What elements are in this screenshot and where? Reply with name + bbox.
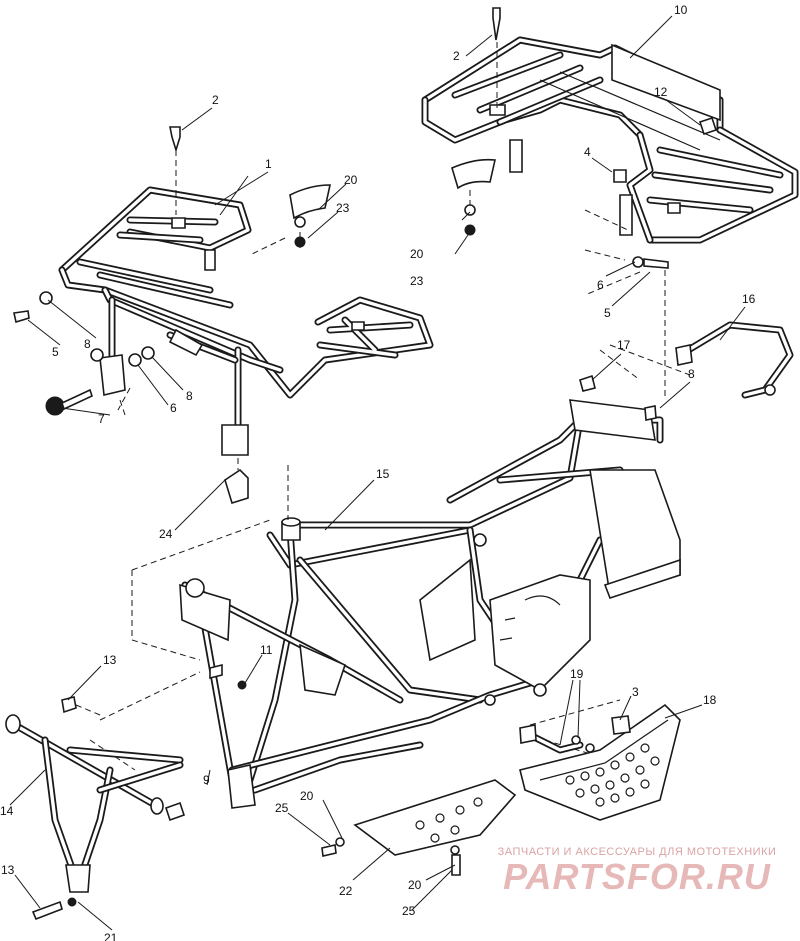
callout-25-right: 25 <box>402 904 416 918</box>
washer-6-rear <box>632 256 644 268</box>
callout-8-rear: 8 <box>688 367 695 381</box>
callout-7: 7 <box>98 412 105 426</box>
clip-24 <box>224 468 249 505</box>
nut-8-rear <box>644 405 657 421</box>
callout-20-left: 20 <box>300 789 314 803</box>
knob-bolt-7 <box>45 396 65 416</box>
footrest-holes <box>565 743 660 807</box>
bracket-plate-rear <box>451 158 496 190</box>
mount-bracket-left <box>99 354 126 396</box>
bolt-2-front <box>169 126 181 153</box>
callout-2-front: 2 <box>212 93 219 107</box>
callout-8-front: 8 <box>84 337 91 351</box>
callout-6-front: 6 <box>170 401 177 415</box>
rear-rack-hardware <box>451 7 718 400</box>
callout-24: 24 <box>159 527 173 541</box>
watermark-tagline: ЗАПЧАСТИ И АКСЕССУАРЫ ДЛЯ МОТОТЕХНИКИ <box>497 846 777 858</box>
callout-20-front: 20 <box>344 173 358 187</box>
callout-25-left: 25 <box>275 801 289 815</box>
rear-crossmember <box>569 399 656 441</box>
callout-5-front: 5 <box>52 345 59 359</box>
callout-13-bottom: 13 <box>1 863 15 877</box>
callout-labels: 2 10 12 4 20 23 6 5 16 17 8 2 1 20 23 5 … <box>0 3 756 941</box>
watermark: ЗАПЧАСТИ И АКСЕССУАРЫ ДЛЯ МОТОТЕХНИКИ PA… <box>487 846 787 898</box>
callout-10: 10 <box>674 3 688 17</box>
callout-12: 12 <box>654 85 668 99</box>
callout-11: 11 <box>260 643 273 657</box>
callout-21: 21 <box>104 931 118 941</box>
nut-19-b <box>585 743 595 753</box>
callout-8-front-b: 8 <box>186 389 193 403</box>
front-rack-hardware <box>13 126 331 505</box>
leader-lines <box>9 15 746 931</box>
bracket-3 <box>611 715 631 735</box>
callout-14: 14 <box>0 804 14 818</box>
callout-20-rear: 20 <box>410 247 424 261</box>
callout-20-right: 20 <box>408 878 422 892</box>
spacer-8 <box>90 348 104 362</box>
bolt-5-rear <box>643 258 669 269</box>
washer-20-left <box>335 837 345 847</box>
bracket-plate-front <box>289 184 331 220</box>
watermark-logo: PARTSFOR.RU <box>503 856 771 897</box>
callout-15: 15 <box>376 467 390 481</box>
nut-11 <box>237 680 247 690</box>
bolt-12 <box>698 116 718 136</box>
washer-20-front <box>294 216 306 228</box>
callout-5-rear: 5 <box>604 306 611 320</box>
washer-20-rear <box>464 204 476 216</box>
callout-13-top: 13 <box>103 653 117 667</box>
callout-23-rear: 23 <box>410 274 424 288</box>
front-lower-mount <box>227 764 256 809</box>
callout-22: 22 <box>339 884 353 898</box>
callout-16: 16 <box>742 292 756 306</box>
rear-side-plate <box>489 574 591 691</box>
callout-1: 1 <box>265 157 272 171</box>
washer-20-right <box>450 845 460 855</box>
callout-4: 4 <box>584 145 591 159</box>
callout-17: 17 <box>617 338 631 352</box>
bolt-13-bottom <box>31 900 63 921</box>
front-bracket-plate <box>179 583 231 642</box>
nut-19-a <box>571 735 581 745</box>
callout-23-front: 23 <box>336 201 350 215</box>
nut-4 <box>613 169 627 183</box>
mount-bracket-right <box>221 424 249 456</box>
nut-21 <box>67 897 77 907</box>
guide-lines <box>89 344 691 771</box>
callout-3: 3 <box>632 685 639 699</box>
front-bumper <box>5 696 186 921</box>
callout-2-rear: 2 <box>453 49 460 63</box>
nut-8-front <box>141 346 155 360</box>
callout-18: 18 <box>703 693 717 707</box>
mid-side-plate <box>419 558 476 662</box>
bolt-17 <box>579 374 596 392</box>
bolt-25-left <box>321 844 337 857</box>
front-rack <box>58 186 434 456</box>
spacer-9 <box>164 801 186 822</box>
nut-23-rear <box>464 224 476 236</box>
main-frame <box>179 399 681 809</box>
rear-box <box>589 469 681 597</box>
bolt-2-rear <box>492 7 501 41</box>
washer-6-front <box>128 353 142 367</box>
rear-rack <box>421 36 799 244</box>
callout-9: 9 <box>203 773 210 787</box>
callout-6-rear: 6 <box>597 278 604 292</box>
bolt-5-front <box>13 310 30 324</box>
footrest <box>519 703 681 821</box>
grab-bar <box>579 321 794 421</box>
bolt-25-right <box>451 854 461 876</box>
callout-19: 19 <box>570 667 584 681</box>
